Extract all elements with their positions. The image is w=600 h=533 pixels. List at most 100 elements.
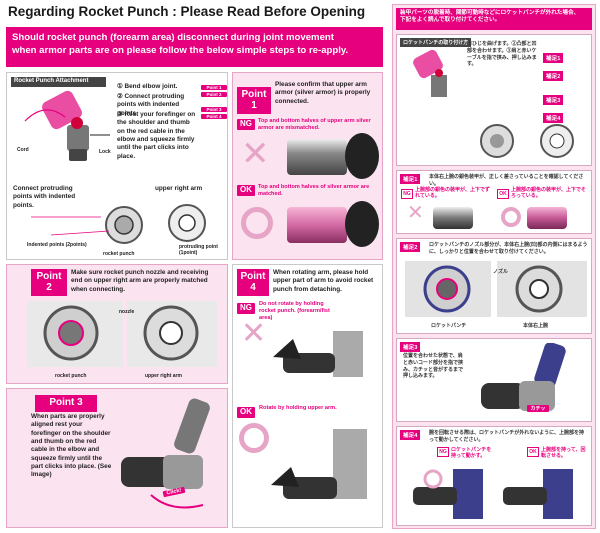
point-4-tag-word: Point [240,271,266,282]
point-4-ng-badge: NG [237,303,255,314]
point-4-text: When rotating arm, please hold upper par… [273,269,374,293]
upper-right-arm-label: upper right arm [155,185,203,192]
point-4-ok-badge: OK [237,407,255,418]
point-2-rocket-punch-label: rocket punch [55,373,87,379]
jp-rp-label: ロケットパンチ [431,323,467,329]
point-3-tag: Point 3 [35,395,97,412]
ok-fist-illustration [345,201,379,247]
jp-note-4-ok-badge: OK [527,447,539,457]
jp-note-2-section: 補足2 ロケットパンチのノズル部分が、本体右上腕(凹)部の内側にはまるように、し… [396,238,592,334]
ok-circle-icon [241,207,273,239]
banner-line-2: when armor parts are on please follow th… [12,44,349,56]
lock-label: Lock [99,149,111,155]
instruction-banner: Should rocket punch (forearm area) disco… [6,27,383,67]
ng-fist-illustration [345,133,379,179]
indented-points-label: Indented points (2points) [27,242,87,248]
jp-point-4-illustration [413,469,573,519]
jp-note-2-text: ロケットパンチのノズル部分が、本体右上腕(凹)部の内側にはまるように、しっかりと… [429,242,588,255]
point-1-tag: Point 1 [237,87,271,114]
jp-banner-line-1: 装甲パーツの脱着時、関節可動時などにロケットパンチが外れた場合、 [400,10,580,16]
jp-note-3-section: 補足3 位置を合わせた状態で、肩と赤いコード部分を指で挟み、カチッと音がするまで… [396,338,592,422]
jp-tag-1: 補足1 [543,53,564,63]
protruding-point-label: protruding point (1point) [179,244,218,256]
point-4-ok-circle-icon [239,423,269,453]
jp-tag-2: 補足2 [543,71,564,81]
nozzle-label: nozzle [119,309,135,315]
point-4-ok-illustration [271,429,367,499]
point-4-ng-cross-icon: ✕ [241,317,267,350]
point-2-tag: Point 2 [31,269,67,296]
jp-note-4-ng-text: ロケットパンチを持って動かす。 [451,447,492,460]
jp-note-1-ok-badge: OK [497,189,509,199]
nozzle-diagram [27,301,217,367]
jp-steps: ①ひじを曲げます。②凸部と凹部を合わせます。③肩と赤いケーブルを指で挟み、押し込… [467,41,537,68]
jp-note-1-ng-badge: NG [401,189,413,199]
jp-ng-armor [433,207,473,229]
point-3-illustration [121,398,210,509]
jp-note-1-text: 本体右上腕の銀色装甲が、正しく差さっていることを確認してください。 [429,174,584,187]
jp-banner-line-2: 下記をよく読んで取り付けてください。 [400,17,501,24]
banner-line-1: Should rocket punch (forearm area) disco… [12,32,334,43]
jp-tag-4: 補足4 [543,113,564,123]
jp-point-3-illustration [481,343,566,411]
point-1-panel: Point 1 Please confirm that upper arm ar… [232,72,383,260]
point-1-ng-badge: NG [237,119,255,130]
step-3: ③ Rest your forefinger on the shoulder a… [117,111,196,160]
connection-diagram [31,204,206,244]
jp-tag-3: 補足3 [543,95,564,105]
ng-cross-icon: ✕ [241,135,270,173]
point-2-tag-word: Point [36,271,62,282]
jp-arm-illustration [413,49,447,97]
point-1-tag-word: Point [241,89,267,100]
point-1-ok-text: Top and bottom halves of silver armor ar… [258,184,370,197]
jp-note-4-section: 補足4 腕を回転させる際は、ロケットパンチが外れないように、上腕部を持って動かし… [396,426,592,526]
jp-note-4-tag: 補足4 [400,430,421,440]
page-title: Regarding Rocket Punch : Please Read Bef… [8,4,366,19]
point-4-ng-illustration [273,331,363,377]
jp-tag-stack: 補足1 補足2 補足3 補足4 [543,47,589,125]
attachment-panel: Rocket Punch Attachment Cord Lock ① Bend… [6,72,228,260]
point-2-text: Make sure rocket punch nozzle and receiv… [71,269,209,293]
jp-ng-cross-icon: ✕ [407,202,424,224]
point-2-panel: Point 2 Make sure rocket punch nozzle an… [6,264,228,384]
point-2-mini-tag: Point 2 [201,92,227,97]
step-2: ② Connect protruding points with indente… [117,93,185,117]
jp-attach-tab: ロケットパンチの取り付け方 [400,38,472,47]
point-1-text: Please confirm that upper arm armor (sil… [275,81,371,105]
point-1-tag-num: 1 [251,99,257,111]
ok-armor-illustration [287,207,347,243]
arm-illustration [24,91,110,161]
point-4-tag-num: 4 [250,281,256,293]
jp-note-2-tag: 補足2 [400,242,421,252]
jp-note-1-tag: 補足1 [400,174,421,184]
point-1-ng-text: Top and bottom halves of upper arm silve… [258,118,371,131]
jp-arm-label: 本体右上腕 [523,323,549,329]
jp-connection-diagram [480,124,574,158]
rocket-punch-label: rocket punch [103,251,135,257]
jp-note-3-tag: 補足3 [400,342,421,352]
jp-note-4-ok-text: 上腕部を持って、回転させる。 [541,447,586,460]
point-4-tag: Point 4 [237,269,269,296]
jp-note-4-text: 腕を回転させる際は、ロケットパンチが外れないように、上腕部を持って動かしてくださ… [429,430,585,443]
attachment-tab: Rocket Punch Attachment [11,77,106,87]
point-3-mini-tag: Point 3 [201,107,227,112]
point-4-ok-text: Rotate by holding upper arm. [259,405,337,411]
jp-note-3-text: 位置を合わせた状態で、肩と赤いコード部分を指で挟み、カチッと音がするまで押し込み… [403,353,464,380]
point-tag-stack: Point 1 Point 2 Point 3 Point 4 [201,85,227,119]
point-2-upper-arm-label: upper right arm [145,373,182,379]
point-3-text: When parts are properly aligned rest you… [31,413,112,479]
jp-ok-armor [527,207,567,229]
jp-attach-section: ロケットパンチの取り付け方 ①ひじを曲げます。②凸部と凹部を合わせます。③肩と赤… [396,34,592,166]
jp-nozzle-diagram [405,261,587,317]
jp-nozzle-label: ノズル [493,269,509,275]
jp-note-1-ok-text: 上腕部の銀色の装甲が、上下でそろっている。 [511,187,586,200]
ng-armor-illustration [287,139,347,175]
jp-note-1-section: 補足1 本体右上腕の銀色装甲が、正しく差さっていることを確認してください。 NG… [396,170,592,234]
cord-label: Cord [17,147,29,153]
point-2-tag-num: 2 [46,281,52,293]
point-4-panel: Point 4 When rotating arm, please hold u… [232,264,383,528]
point-3-panel: Point 3 When parts are properly aligned … [6,388,228,528]
jp-banner: 装甲パーツの脱着時、関節可動時などにロケットパンチが外れた場合、 下記をよく読ん… [396,8,592,30]
jp-note-1-ng-text: 上腕部の銀色の装甲が、上下でずれている。 [415,187,490,200]
step-1: ① Bend elbow joint. [117,83,178,90]
